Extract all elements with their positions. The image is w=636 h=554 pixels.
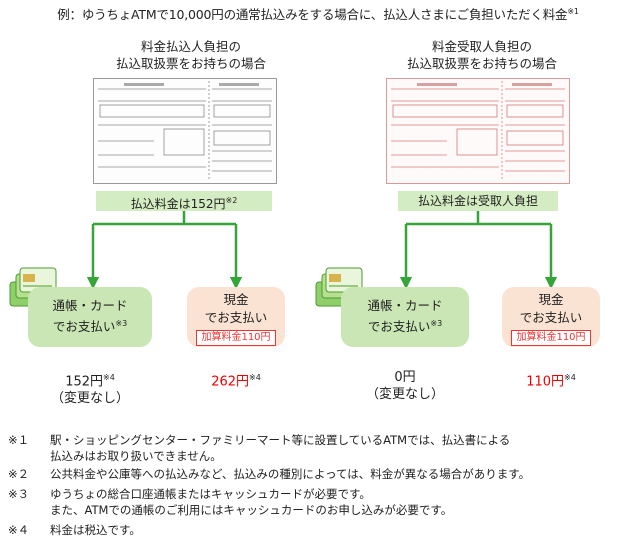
left-column-title: 料金払込人負担の 払込取扱票をお持ちの場合 — [76, 38, 306, 72]
right-cash-label-line2: でお支払い — [519, 310, 583, 325]
right-card-label-note: ※3 — [430, 319, 443, 328]
left-card-payment-box: 通帳・カード でお支払い※3 — [28, 287, 152, 347]
heading-text: 例：ゆうちょATMで10,000円の通常払込みをする場合に、払込人さまにご負担い… — [57, 7, 568, 22]
footnote-3: ※３ ゆうちょの総合口座通帳またはキャッシュカードが必要です。 また、ATMでの通… — [8, 486, 628, 518]
footnotes: ※１ 駅・ショッピングセンター・ファミリーマート等に設置しているATMでは、払込書… — [8, 432, 628, 538]
right-cash-amount: 110円※4 — [511, 369, 591, 390]
right-cash-surcharge-badge: 加算料金110円 — [511, 330, 591, 346]
right-title-line2: 払込取扱票をお持ちの場合 — [406, 56, 557, 71]
footnote-1-line2: 払込みはお取り扱いできません。 — [50, 449, 222, 463]
left-cash-surcharge-badge: 加算料金110円 — [196, 330, 276, 346]
footnote-2-line1: 公共料金や公庫等への払込みなど、払込みの種別によっては、料金が異なる場合がありま… — [50, 467, 531, 481]
right-title-line1: 料金受取人負担の — [431, 39, 532, 54]
left-cash-label-line1: 現金 — [223, 292, 249, 307]
footnote-3-line1: ゆうちょの総合口座通帳またはキャッシュカードが必要です。 — [50, 487, 371, 501]
right-column-title: 料金受取人負担の 払込取扱票をお持ちの場合 — [367, 38, 597, 72]
left-fee-bar: 払込料金は152円※2 — [96, 191, 272, 211]
left-payment-slip-illustration — [93, 78, 277, 184]
left-title-line1: 料金払込人負担の — [140, 39, 241, 54]
left-card-label-note: ※3 — [115, 319, 128, 328]
right-payment-slip-illustration — [386, 78, 570, 184]
left-card-amount: 152円※4 （変更なし） — [30, 369, 150, 407]
left-card-label-line1: 通帳・カード — [52, 298, 128, 313]
left-cash-payment-box: 現金 でお支払い 加算料金110円 — [187, 287, 285, 347]
right-card-amount-sub: （変更なし） — [365, 387, 444, 402]
footnote-4-line1: 料金は税込です。 — [50, 523, 141, 537]
left-card-amount-value: 152円 — [65, 374, 104, 390]
left-card-amount-sub: （変更なし） — [50, 391, 129, 407]
footnote-3-mark: ※３ — [8, 487, 30, 501]
right-fee-bar: 払込料金は受取人負担 — [398, 191, 558, 211]
right-fee-label: 払込料金は受取人負担 — [417, 194, 538, 208]
footnote-2: ※２ 公共料金や公庫等への払込みなど、払込みの種別によっては、料金が異なる場合があ… — [8, 466, 628, 482]
footnote-2-mark: ※２ — [8, 467, 30, 481]
heading-note-mark: ※1 — [567, 6, 579, 16]
footnote-1-mark: ※１ — [8, 433, 30, 447]
right-passbook-card-icon — [315, 267, 363, 307]
right-cash-amount-note: ※4 — [564, 373, 576, 382]
right-card-label-line1: 通帳・カード — [367, 298, 443, 313]
left-title-line2: 払込取扱票をお持ちの場合 — [115, 56, 266, 71]
right-card-label-line2: でお支払い — [367, 319, 431, 335]
left-card-amount-note: ※4 — [103, 373, 115, 382]
left-cash-amount: 262円※4 — [196, 369, 276, 390]
left-cash-label-line2: でお支払い — [204, 310, 268, 325]
left-card-label-line2: でお支払い — [52, 319, 116, 335]
footnote-3-line2: また、ATMでの通帳のご利用にはキャッシュカードのお申し込みが必要です。 — [50, 503, 453, 517]
footnote-4-mark: ※４ — [8, 523, 30, 537]
footnote-1: ※１ 駅・ショッピングセンター・ファミリーマート等に設置しているATMでは、払込書… — [8, 432, 628, 464]
left-cash-amount-value: 262円 — [211, 374, 250, 390]
footnote-4: ※４ 料金は税込です。 — [8, 522, 628, 538]
right-cash-label-line1: 現金 — [538, 292, 564, 307]
right-cash-amount-value: 110円 — [526, 374, 565, 390]
left-fee-label: 払込料金は152円 — [130, 197, 226, 211]
right-card-amount: 0円 （変更なし） — [345, 369, 465, 403]
right-card-amount-value: 0円 — [394, 370, 416, 385]
right-card-payment-box: 通帳・カード でお支払い※3 — [341, 287, 469, 347]
diagram-heading: 例：ゆうちょATMで10,000円の通常払込みをする場合に、払込人さまにご負担い… — [0, 4, 636, 23]
left-fee-note: ※2 — [225, 196, 238, 205]
footnote-1-line1: 駅・ショッピングセンター・ファミリーマート等に設置しているATMでは、払込書によ… — [50, 433, 511, 447]
left-cash-amount-note: ※4 — [249, 373, 261, 382]
right-cash-payment-box: 現金 でお支払い 加算料金110円 — [502, 287, 600, 347]
